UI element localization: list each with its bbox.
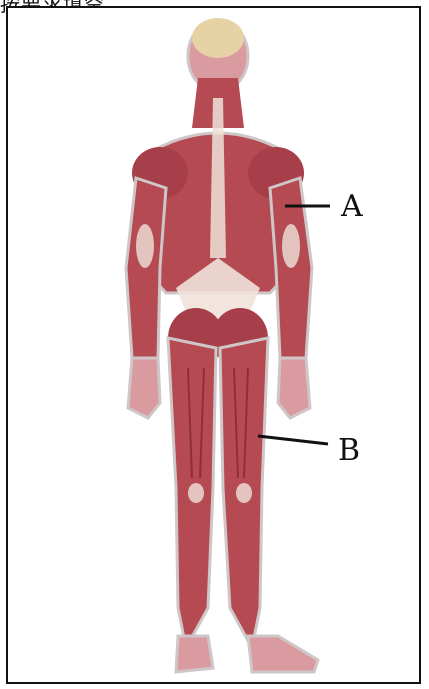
right-elbow	[282, 224, 300, 268]
left-knee	[188, 483, 204, 503]
label-a: A	[341, 192, 363, 222]
right-knee	[236, 483, 252, 503]
muscle-figure	[8, 8, 421, 684]
hair	[192, 18, 244, 58]
label-b: B	[338, 436, 360, 466]
left-hand	[128, 358, 160, 418]
figure-frame: A B	[6, 6, 421, 684]
right-foot	[248, 636, 318, 672]
left-arm	[126, 178, 166, 358]
right-hand	[278, 358, 310, 418]
left-foot	[176, 636, 213, 672]
left-elbow	[136, 224, 154, 268]
body-silhouette	[126, 18, 318, 672]
label-b-leader-line	[258, 436, 328, 444]
